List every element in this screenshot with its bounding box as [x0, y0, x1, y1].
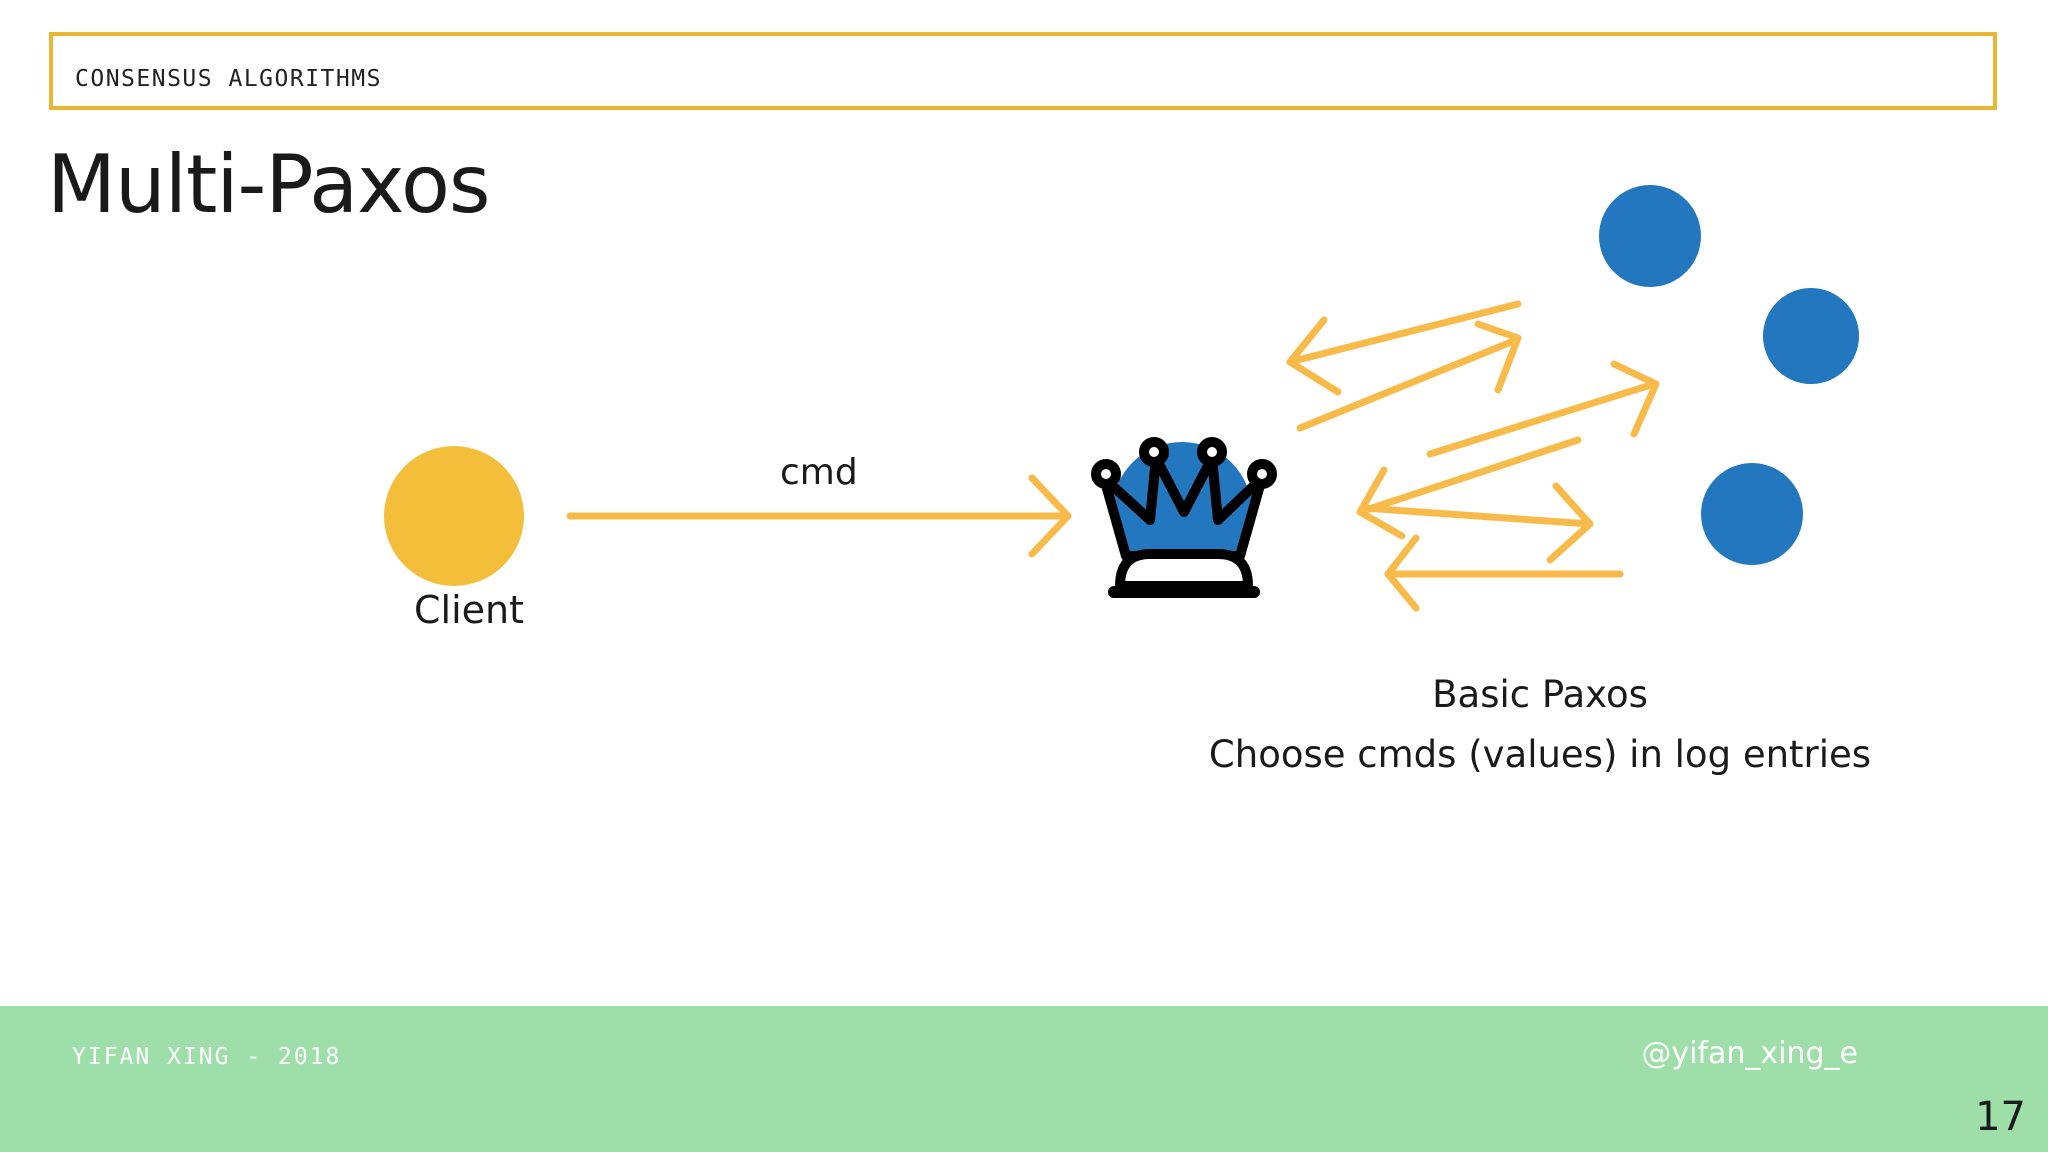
footer-handle: @yifan_xing_e — [1641, 1036, 1858, 1071]
message-arrows — [1286, 300, 1660, 612]
replica-node-icon — [1763, 288, 1859, 384]
footer-author: YIFAN XING - 2018 — [72, 1044, 342, 1070]
header-banner: CONSENSUS ALGORITHMS — [49, 32, 1997, 110]
client-label: Client — [414, 588, 525, 632]
client-node-icon — [384, 446, 524, 586]
cmd-label: cmd — [780, 452, 858, 493]
diagram-caption: Basic Paxos Choose cmds (values) in log … — [1160, 665, 1920, 785]
caption-line-2: Choose cmds (values) in log entries — [1208, 733, 1872, 776]
footer-bar: YIFAN XING - 2018 @yifan_xing_e 17 — [0, 1006, 2048, 1152]
crown-icon — [1091, 437, 1277, 598]
leader-node — [1091, 437, 1277, 598]
cmd-arrow — [566, 474, 1072, 558]
replica-node-icon — [1701, 463, 1803, 565]
section-label: CONSENSUS ALGORITHMS — [75, 66, 382, 92]
page-number: 17 — [1975, 1094, 2026, 1140]
caption-line-1: Basic Paxos — [1432, 673, 1648, 716]
page-title: Multi-Paxos — [47, 138, 491, 231]
replica-node-icon — [1599, 185, 1701, 287]
